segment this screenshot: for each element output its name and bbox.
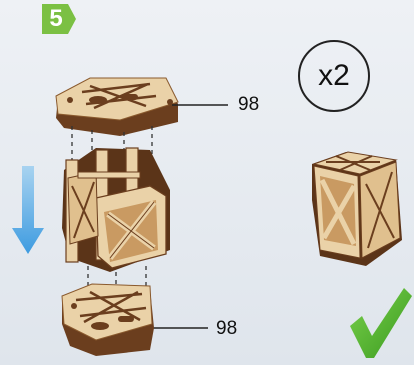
step-number: 5 xyxy=(40,5,72,33)
cube-frame-part xyxy=(62,148,170,272)
top-part-number: 98 xyxy=(238,94,259,116)
finished-cube-part xyxy=(312,152,402,266)
bottom-part-number: 98 xyxy=(216,318,237,340)
step-badge: 5 xyxy=(40,2,78,36)
bottom-plate-part xyxy=(62,284,154,356)
quantity-badge: x2 xyxy=(298,40,370,112)
